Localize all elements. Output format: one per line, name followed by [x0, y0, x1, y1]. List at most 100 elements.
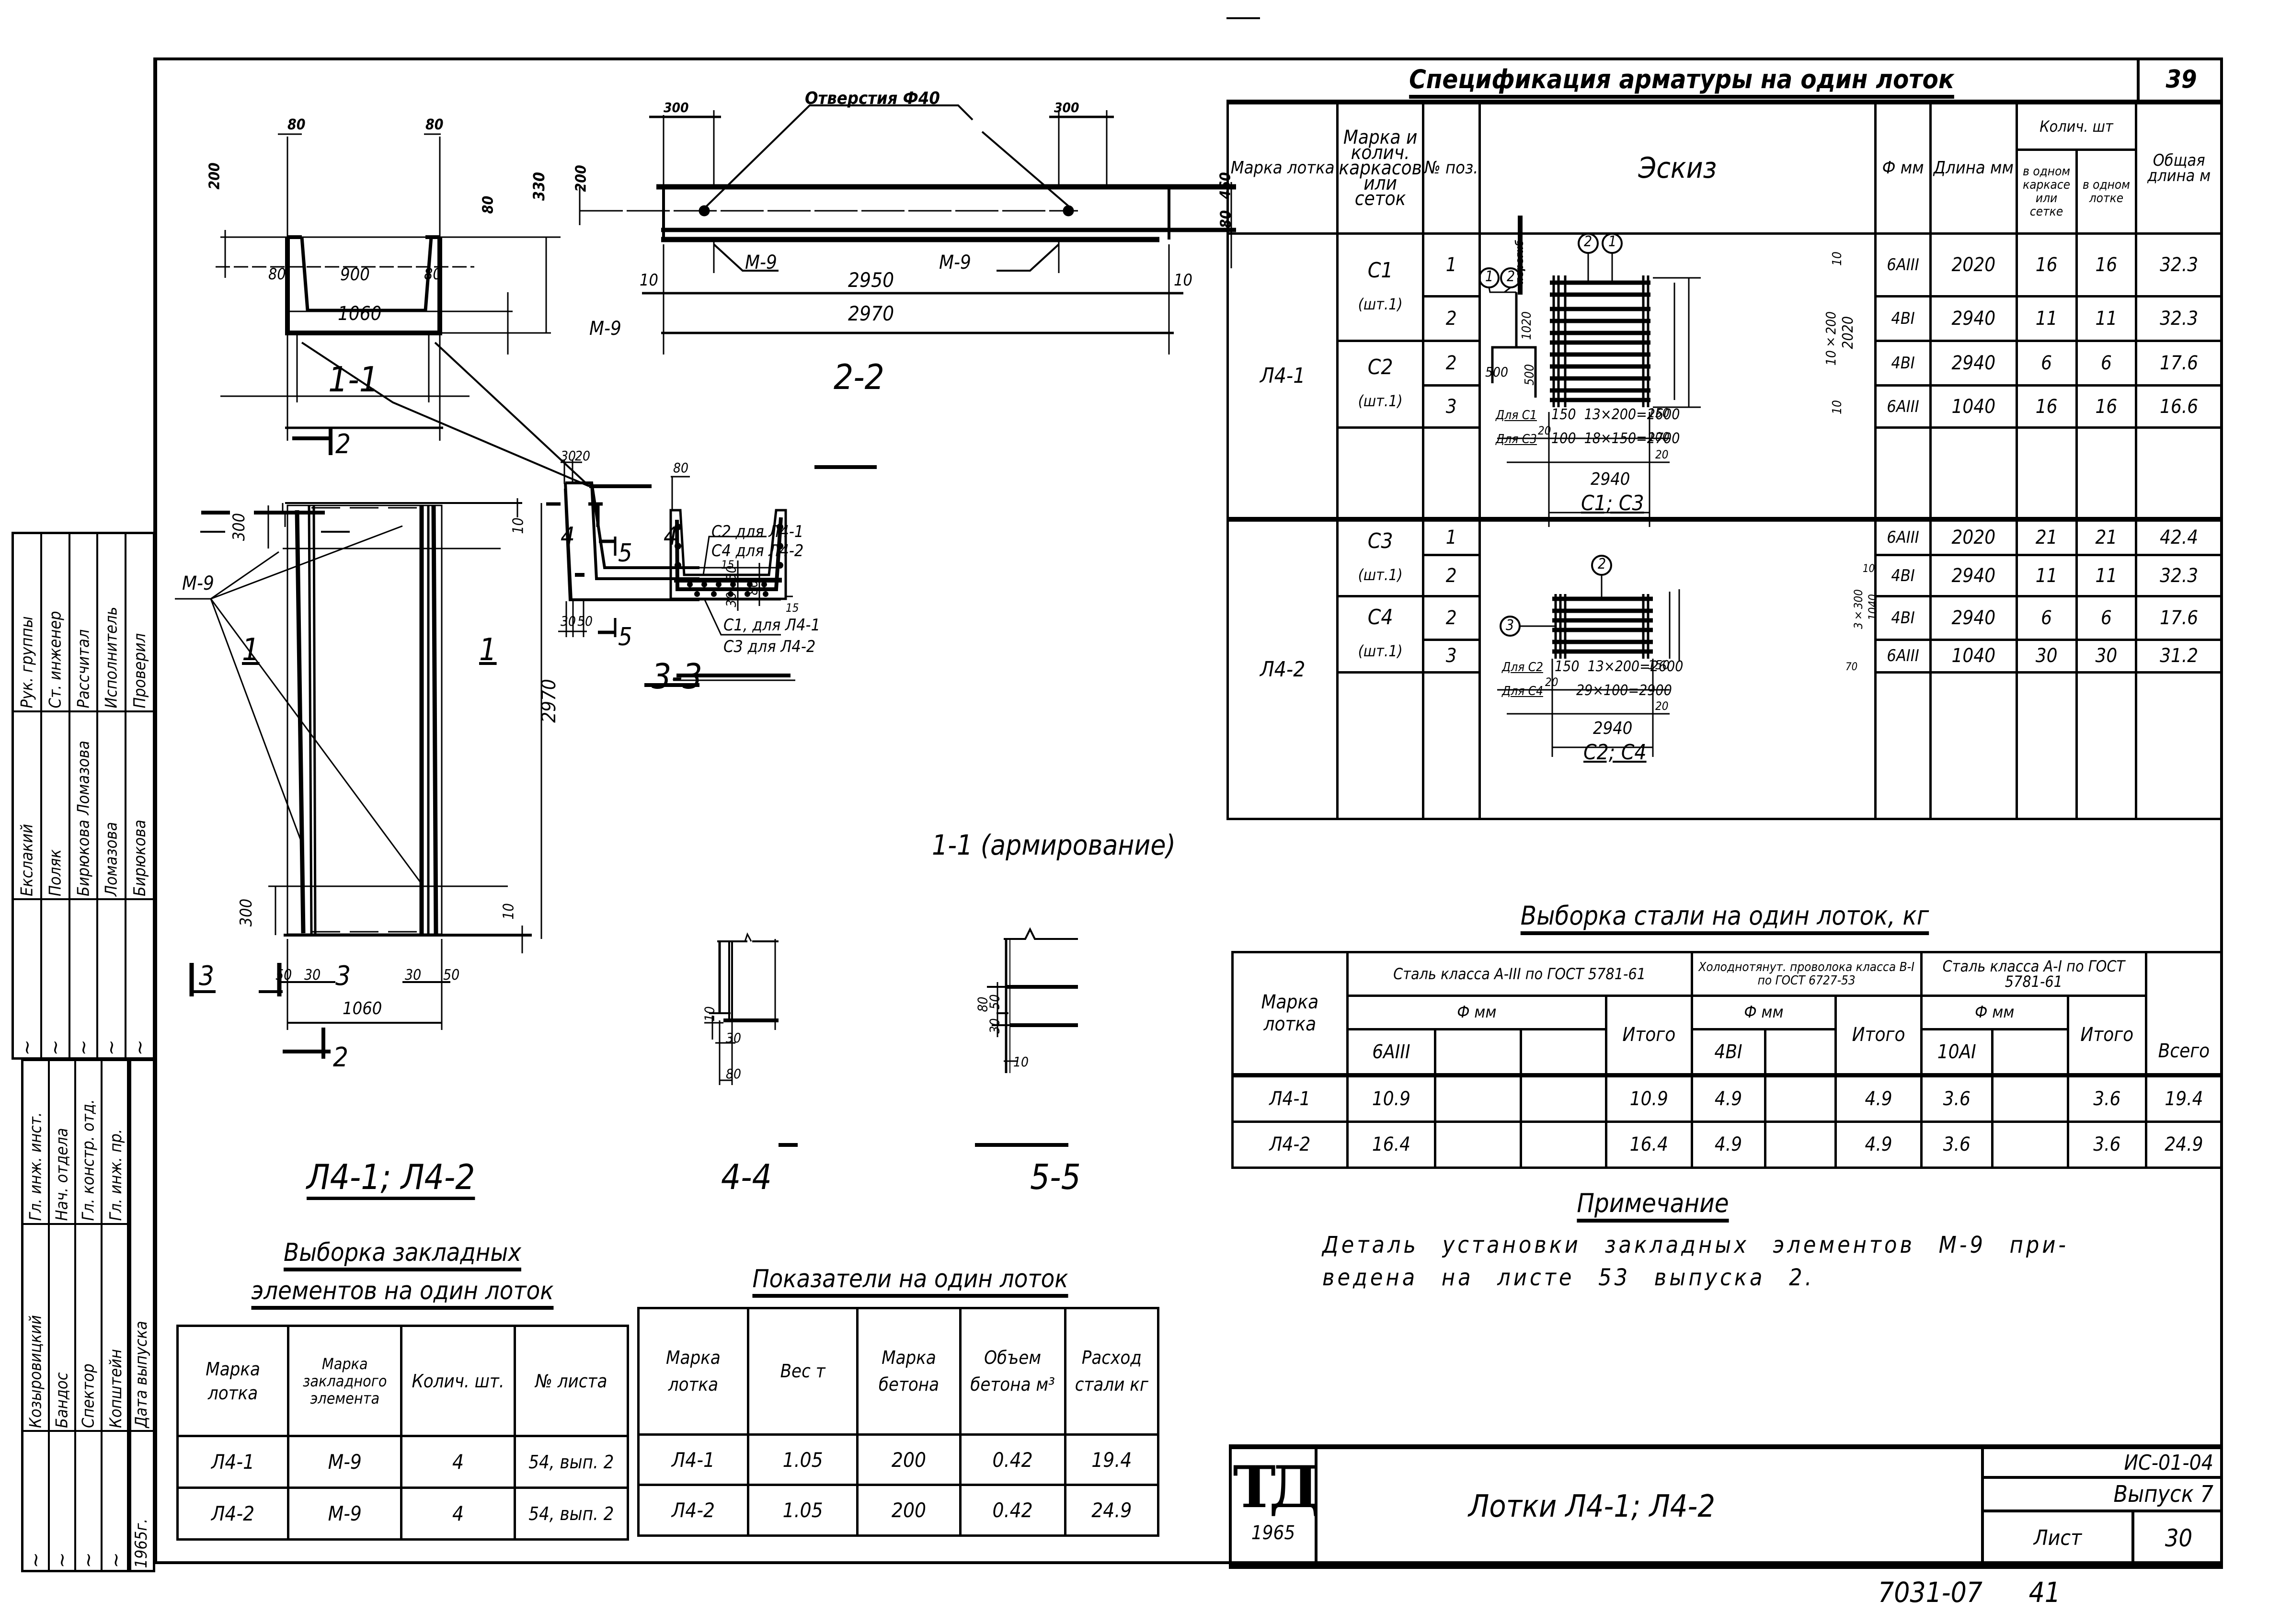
- archive-sheet: 41: [2028, 1576, 2061, 1609]
- dim-1060: 1060: [343, 999, 382, 1018]
- dim-500: 500: [1523, 364, 1537, 386]
- dim-10: 10: [640, 271, 658, 290]
- section-label-5-5: 5-5: [1030, 1157, 1081, 1197]
- embedded-title: Выборка закладных элементов на один лото…: [182, 1238, 623, 1305]
- pos: 2: [1421, 553, 1481, 598]
- cut-mark-3: 3: [335, 961, 351, 992]
- dim-30: 30: [726, 1030, 742, 1046]
- total-length: 42.4: [2135, 516, 2223, 556]
- cut-mark-4: 4: [561, 522, 575, 551]
- embedded-table: Марка лотка Марка закладного элемента Ко…: [176, 1325, 630, 1541]
- marker-2: 2: [1598, 556, 1606, 572]
- n-karkas: 6: [2015, 595, 2078, 641]
- indicators-table: Марка лотка Вес т Марка бетона Объем бет…: [637, 1307, 1160, 1537]
- note: Примечание Деталь установки закладных эл…: [1322, 1188, 2185, 1291]
- title-cell: Лотки Л4-1; Л4-2: [1318, 1449, 1981, 1564]
- sheet-label-cell: Лист: [1981, 1512, 2134, 1564]
- dim-200: 200: [573, 165, 590, 192]
- signature: ~: [49, 1431, 75, 1571]
- steel-title-text: Выборка стали на один лоток, кг: [1520, 901, 1929, 931]
- setka-code: С4: [1367, 605, 1393, 630]
- signature-table-bottom: Гл. инж. инст. Нач. отдела Гл. констр. о…: [21, 1059, 155, 1572]
- logo-year: 1965: [1251, 1522, 1295, 1544]
- pos: 1: [1421, 232, 1481, 298]
- col-dlina: Длина мм: [1929, 101, 2018, 235]
- col-obshchaya-dlina: Общая длина м: [2135, 101, 2223, 235]
- section-3-3: [546, 460, 781, 687]
- spec-row: 3 6АIII 1040 30 30 31.2: [1228, 638, 2223, 674]
- line-label-c3: Для С3: [1496, 432, 1537, 446]
- diam-header: Ф мм: [1346, 994, 1608, 1030]
- dim-200: 200: [206, 162, 223, 190]
- steel-title: Выборка стали на один лоток, кг: [1226, 901, 2223, 931]
- embedded-row: Л4-1 М-9 4 54, вып. 2: [176, 1435, 630, 1489]
- n-karkas: 11: [2015, 295, 2078, 343]
- empty-cell: [1991, 1073, 2069, 1123]
- line-label-c1: Для С1: [1496, 408, 1537, 423]
- dlina: 2020: [1929, 516, 2018, 556]
- section-label-1-1: 1-1: [328, 359, 379, 400]
- pos: 3: [1421, 384, 1481, 429]
- marker-2: 2: [1507, 268, 1515, 285]
- dim-80: 80: [480, 195, 497, 214]
- dim-10: 10: [1863, 563, 1875, 575]
- empty-cell: [1874, 671, 1932, 821]
- steel-row: Л4-2 16.4 16.4 4.9 4.9 3.6 3.6 24.9: [1231, 1120, 2223, 1169]
- diam: 6АIII: [1874, 516, 1932, 556]
- embedded-title-1: Выборка закладных: [284, 1238, 521, 1267]
- cut-mark-5: 5: [618, 623, 632, 652]
- cut-mark-1: 1: [479, 632, 497, 668]
- a3-value: 16.4: [1346, 1120, 1437, 1169]
- embedded-m9-label: М-9: [745, 252, 777, 274]
- dim-30: 30: [561, 613, 576, 629]
- diam-10a1: 10АI: [1920, 1028, 1994, 1077]
- spec-row: Л4-2 С3 (шт.1) 1 6АIII 2020 21 21 42.4: [1226, 516, 2223, 820]
- col-marka-elementa: Марка закладного элемента: [287, 1325, 403, 1437]
- dim-80: 80: [424, 265, 442, 283]
- empty-cell: [1336, 426, 1424, 521]
- dim-10: 10: [1174, 271, 1192, 290]
- dlina: 2940: [1929, 553, 2018, 598]
- empty-cell: [1929, 671, 2018, 821]
- diam-header: Ф мм: [1690, 994, 1837, 1030]
- series-code: ИС-01-04: [2124, 1451, 2213, 1475]
- col-diam: Ф мм: [1874, 101, 1932, 235]
- diam-6a3: 6АIII: [1346, 1028, 1437, 1077]
- spec-title: Спецификация арматуры на один лоток: [1226, 57, 2137, 102]
- mesh-label-c3: С3 для Л4-2: [723, 637, 816, 656]
- indicators-row: Л4-1 1.05 200 0.42 19.4: [637, 1433, 1160, 1487]
- empty-cell: [2015, 671, 2078, 821]
- mesh-c2-c4: [1497, 555, 1680, 757]
- issue-cell: Выпуск 7: [1981, 1479, 2223, 1512]
- marker-2: 2: [1584, 233, 1593, 250]
- lotok-mark: Л4-2: [637, 1484, 749, 1537]
- corner-number: 39: [2165, 65, 2197, 94]
- dim-side: 1020: [1520, 311, 1534, 340]
- steel-table: Марка лотка Сталь класса А-III по ГОСТ 5…: [1231, 950, 2223, 1169]
- dim-30: 30: [561, 448, 576, 464]
- section-1-1-reinforcement: [669, 476, 795, 681]
- spec-title-text: Спецификация арматуры на один лоток: [1409, 64, 1954, 94]
- vsego-value: 24.9: [2144, 1120, 2223, 1169]
- dim-80: 80: [425, 116, 444, 133]
- dim-50: 50: [275, 967, 292, 984]
- setka-qty: (шт.1): [1358, 642, 1403, 661]
- n-lotok: 11: [2075, 295, 2138, 343]
- setka-mark: С1 (шт.1): [1336, 232, 1424, 343]
- dim-2970: 2970: [848, 302, 894, 325]
- sketch-caption: С1; С3: [1581, 491, 1644, 515]
- dim-total: 2940: [1591, 469, 1630, 489]
- pos: 3: [1421, 638, 1481, 674]
- embedded-m9-label: М-9: [589, 318, 621, 340]
- col-marka-betona: Марка бетона: [856, 1307, 962, 1436]
- total-length: 31.2: [2135, 638, 2223, 674]
- line-c4: 29×100=2900: [1576, 682, 1672, 699]
- b1-itogo: 4.9: [1834, 1120, 1923, 1169]
- dim-70: 70: [1845, 661, 1858, 673]
- dim-20: 20: [1538, 424, 1551, 437]
- col-eskiz: Эскиз: [1478, 101, 1877, 235]
- dlina: 1040: [1929, 638, 2018, 674]
- itogo-a3: Итого: [1605, 994, 1693, 1077]
- empty-cell: [2015, 426, 2078, 521]
- diam: 4ВI: [1874, 295, 1932, 343]
